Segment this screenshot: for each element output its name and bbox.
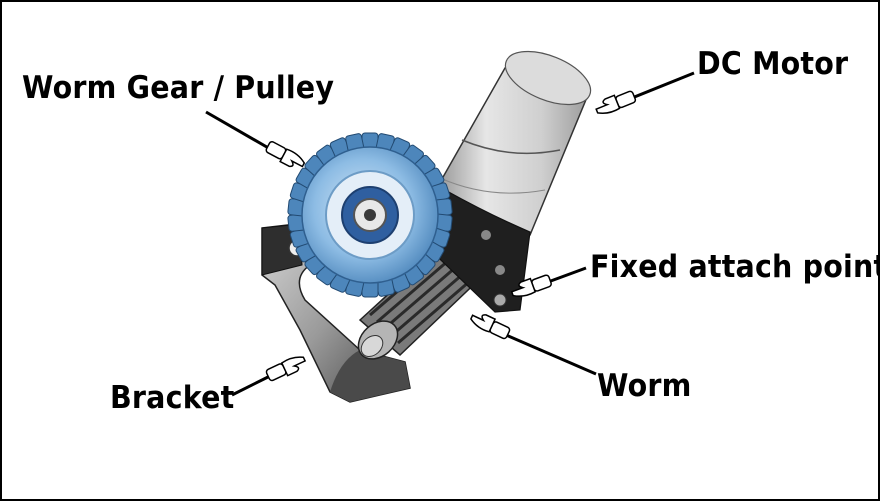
callout-worm-gear: [205, 110, 306, 168]
callout-bracket: [231, 356, 307, 397]
label-worm: Worm: [597, 368, 692, 404]
callout-dc-motor: [595, 71, 695, 114]
callout-fixed-attach: [510, 266, 587, 297]
label-bracket: Bracket: [110, 380, 235, 416]
label-fixed-attach-point: Fixed attach point: [590, 249, 880, 285]
label-worm-gear: Worm Gear / Pulley: [22, 70, 335, 106]
worm-gear-part: [287, 132, 453, 298]
callout-worm: [470, 314, 597, 376]
label-dc-motor: DC Motor: [697, 46, 849, 82]
